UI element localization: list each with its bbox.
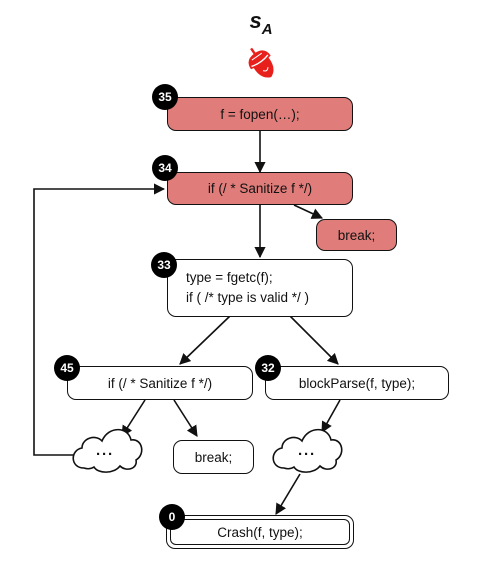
edge-loop-back (33, 183, 166, 456)
edge-33-32 (289, 315, 339, 365)
cloud-right-label: ··· (298, 446, 316, 463)
edge-45-break (173, 399, 198, 437)
node-fopen: f = fopen(…); (167, 97, 353, 131)
node-blockparse-badge: 32 (255, 355, 281, 381)
edge-45-cloud (121, 399, 146, 437)
node-crash: Crash(f, type); (166, 515, 354, 549)
acorn-icon (248, 47, 274, 78)
node-crash-inner: Crash(f, type); (170, 519, 350, 545)
edge-32-cloud (321, 399, 341, 433)
node-blockparse: blockParse(f, type); (265, 366, 449, 400)
edge-33-45 (179, 315, 231, 365)
node-fgetc-line2: if ( /* type is valid */ ) (186, 290, 310, 305)
node-fgetc-badge: 33 (151, 252, 177, 278)
node-sanitize-inner-label: if (/ * Sanitize f */) (107, 375, 213, 391)
node-blockparse-label: blockParse(f, type); (298, 375, 416, 391)
cloud-shape-right (272, 428, 343, 473)
node-crash-badge: 0 (159, 504, 185, 530)
node-break-top: break; (316, 219, 397, 251)
node-fgetc-line1: type = fgetc(f); (186, 270, 273, 285)
node-break-bottom-label: break; (194, 449, 233, 465)
cloud-left-label: ··· (96, 446, 114, 463)
node-crash-label: Crash(f, type); (217, 524, 303, 540)
node-fgetc: type = fgetc(f); if ( /* type is valid *… (167, 259, 353, 317)
node-break-top-label: break; (337, 227, 376, 243)
diagram-title: sA (249, 8, 273, 38)
node-sanitize-check-badge: 34 (152, 155, 178, 181)
edge-34-break (293, 204, 324, 219)
node-sanitize-inner: if (/ * Sanitize f */) (67, 366, 253, 400)
node-sanitize-check: if (/ * Sanitize f */) (167, 172, 353, 205)
node-sanitize-inner-badge: 45 (54, 355, 80, 381)
cloud-shape-left (72, 428, 143, 473)
node-sanitize-check-label: if (/ * Sanitize f */) (207, 181, 313, 196)
node-fopen-badge: 35 (152, 84, 178, 110)
node-break-bottom: break; (173, 440, 254, 474)
edge-cloud-crash (275, 473, 301, 515)
node-fopen-label: f = fopen(…); (220, 106, 300, 122)
